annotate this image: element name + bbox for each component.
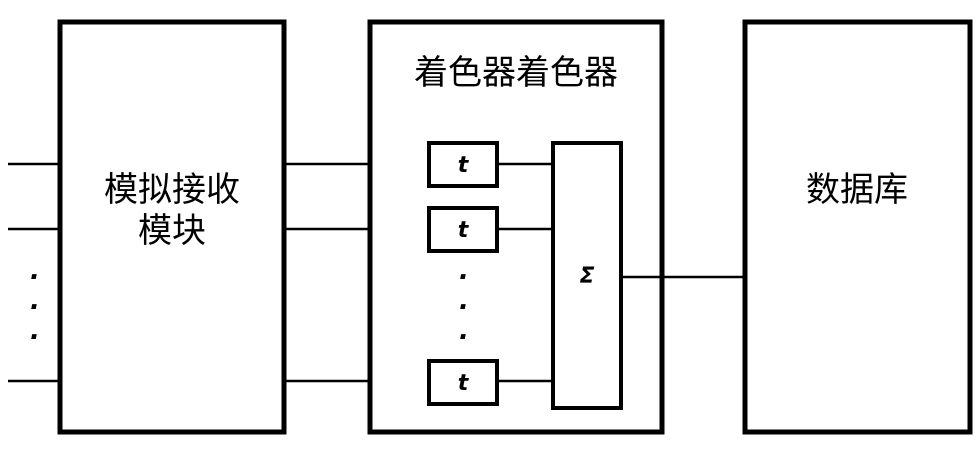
receiver-label-line1: 模拟接收 xyxy=(104,170,240,210)
input-ellipsis-dot-2: . xyxy=(30,286,40,316)
input-ellipsis-dot-1: . xyxy=(30,256,40,286)
filter-ellipsis-dot-2: . xyxy=(459,286,469,316)
input-ellipsis-dot-3: . xyxy=(30,316,40,346)
filter-block-2 xyxy=(427,206,499,253)
shader-title: 着色器着色器 xyxy=(414,53,618,93)
filter-label-2: t xyxy=(458,218,470,243)
sum-block xyxy=(551,141,623,410)
database-block xyxy=(742,19,973,435)
receiver-label-line2: 模块 xyxy=(138,211,206,251)
database-label: 数据库 xyxy=(806,170,908,210)
filter-ellipsis-dot-3: . xyxy=(459,316,469,346)
receiver-block xyxy=(57,19,287,435)
filter-block-n xyxy=(427,359,499,406)
sum-label: Σ xyxy=(579,264,594,289)
filter-label-n: t xyxy=(458,371,470,396)
filter-label-1: t xyxy=(458,153,470,178)
filter-ellipsis-dot-1: . xyxy=(459,256,469,286)
